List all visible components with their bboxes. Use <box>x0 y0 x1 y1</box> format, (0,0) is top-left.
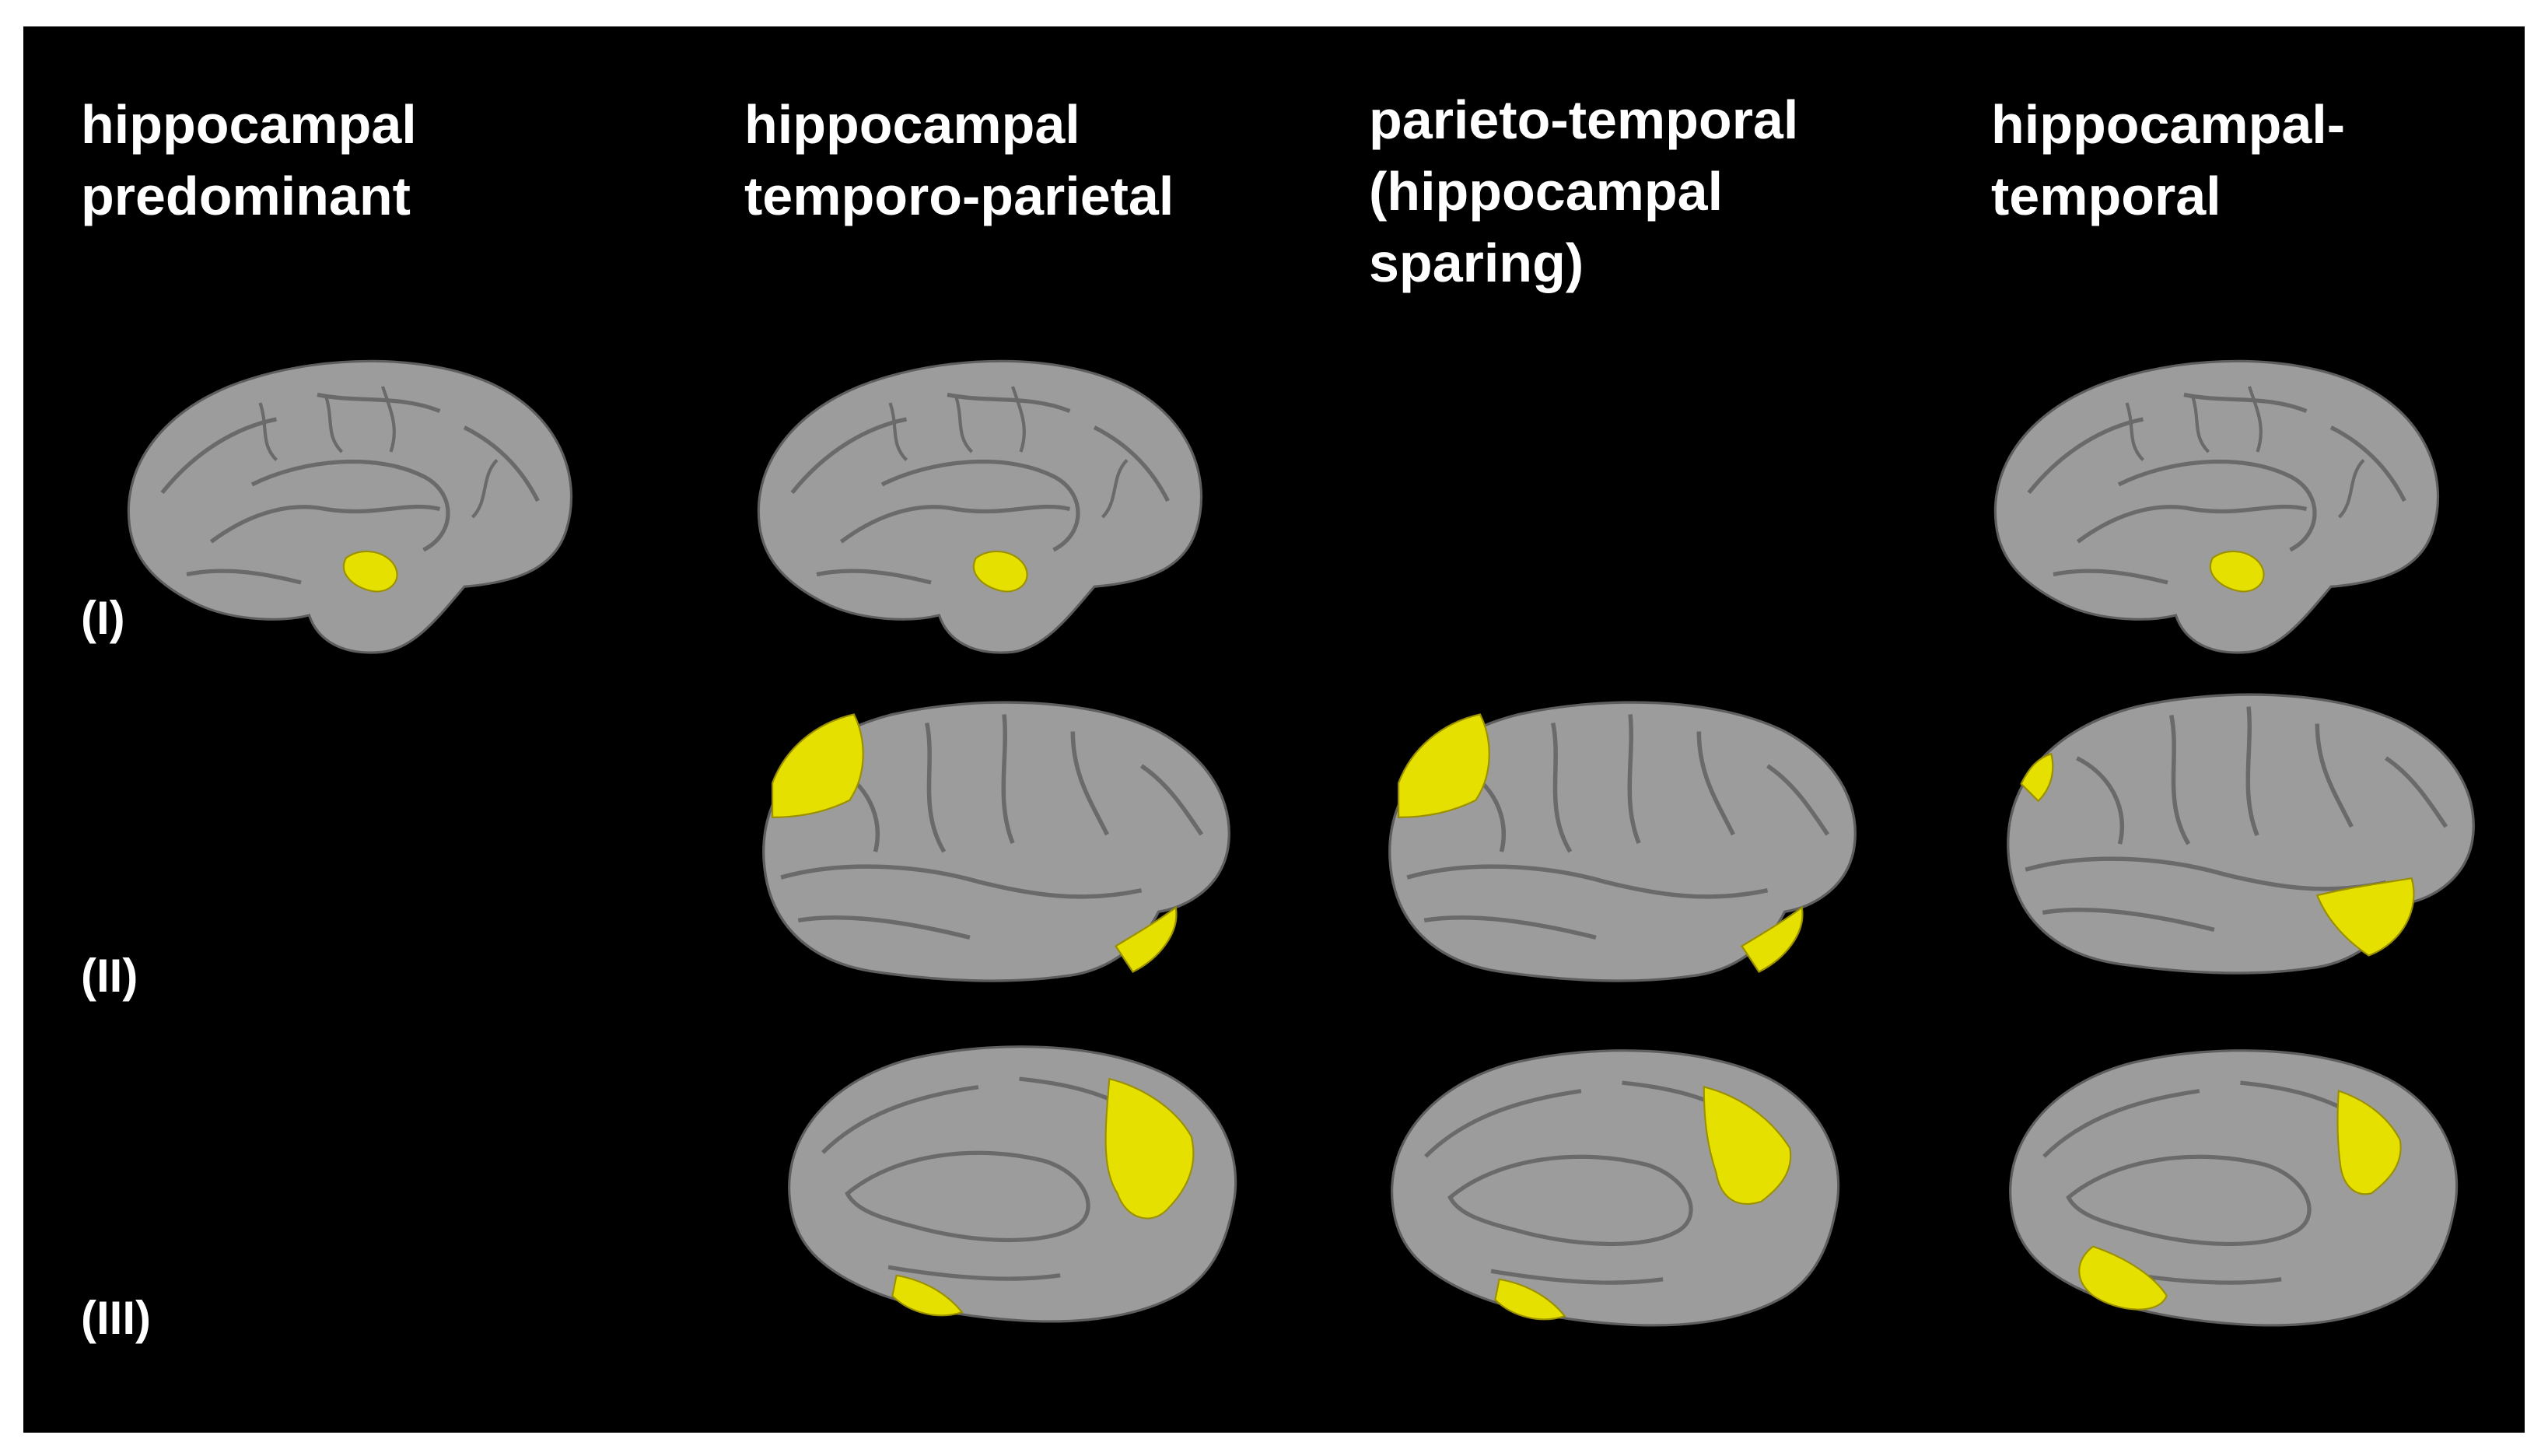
atrophy-hippocampus <box>343 550 398 593</box>
atrophy-parietal <box>1398 713 1490 819</box>
brain-surface <box>757 359 1203 654</box>
title-line: (hippocampal <box>1369 161 1724 222</box>
title-line: temporo-parietal <box>744 166 1174 226</box>
atrophy-precuneus <box>1104 1077 1195 1220</box>
title-line: parieto-temporal <box>1369 89 1799 150</box>
atrophy-parietal <box>772 713 864 819</box>
brain-surface <box>1993 359 2440 654</box>
atrophy-temporal <box>1114 905 1178 973</box>
atrophy-parietal <box>2020 752 2054 803</box>
brain-surface <box>1388 701 1857 982</box>
title-line: temporal <box>1991 166 2221 226</box>
brain-medial-view-icon <box>1391 1049 1840 1327</box>
atrophy-precuneus <box>2336 1090 2402 1195</box>
brain-medial-view-icon <box>788 1045 1237 1323</box>
title-line: predominant <box>81 166 411 226</box>
atrophy-temporal <box>2315 877 2415 957</box>
atrophy-precuneus <box>1703 1086 1792 1206</box>
brain-surface <box>2009 1049 2459 1327</box>
figure-panel: hippocampal predominant hippocampal temp… <box>23 26 2525 1433</box>
column-title-hippocampal-temporal: hippocampal- temporal <box>1991 89 2345 232</box>
brain-medial-view-icon <box>127 359 573 654</box>
title-line: hippocampal- <box>1991 94 2346 155</box>
row-label-ii: (II) <box>81 950 138 1002</box>
brain-medial-view-icon <box>2009 1049 2459 1327</box>
brain-lateral-view-icon <box>2007 693 2475 975</box>
atrophy-temporal <box>1494 1278 1566 1321</box>
brain-lateral-view-icon <box>1388 701 1857 982</box>
atrophy-hippocampus <box>973 550 1028 593</box>
title-line: hippocampal <box>81 94 417 155</box>
atrophy-temporal <box>1740 905 1804 973</box>
atrophy-temporal <box>2078 1245 2168 1311</box>
row-label-i: (I) <box>81 592 125 644</box>
brain-medial-view-icon <box>757 359 1203 654</box>
title-line: sparing) <box>1369 233 1584 293</box>
brain-medial-view-icon <box>1993 359 2440 654</box>
title-line: hippocampal <box>744 94 1080 155</box>
atrophy-hippocampus <box>2210 550 2265 593</box>
brain-surface <box>127 359 573 654</box>
atrophy-temporal <box>891 1274 964 1317</box>
column-title-hippocampal-predominant: hippocampal predominant <box>81 89 417 232</box>
column-title-parieto-temporal: parieto-temporal (hippocampal sparing) <box>1369 84 1798 299</box>
brain-lateral-view-icon <box>762 701 1230 982</box>
row-label-iii: (III) <box>81 1292 151 1344</box>
column-title-hippocampal-temporo-parietal: hippocampal temporo-parietal <box>744 89 1174 232</box>
brain-surface <box>762 701 1230 982</box>
brain-surface <box>2007 693 2475 975</box>
